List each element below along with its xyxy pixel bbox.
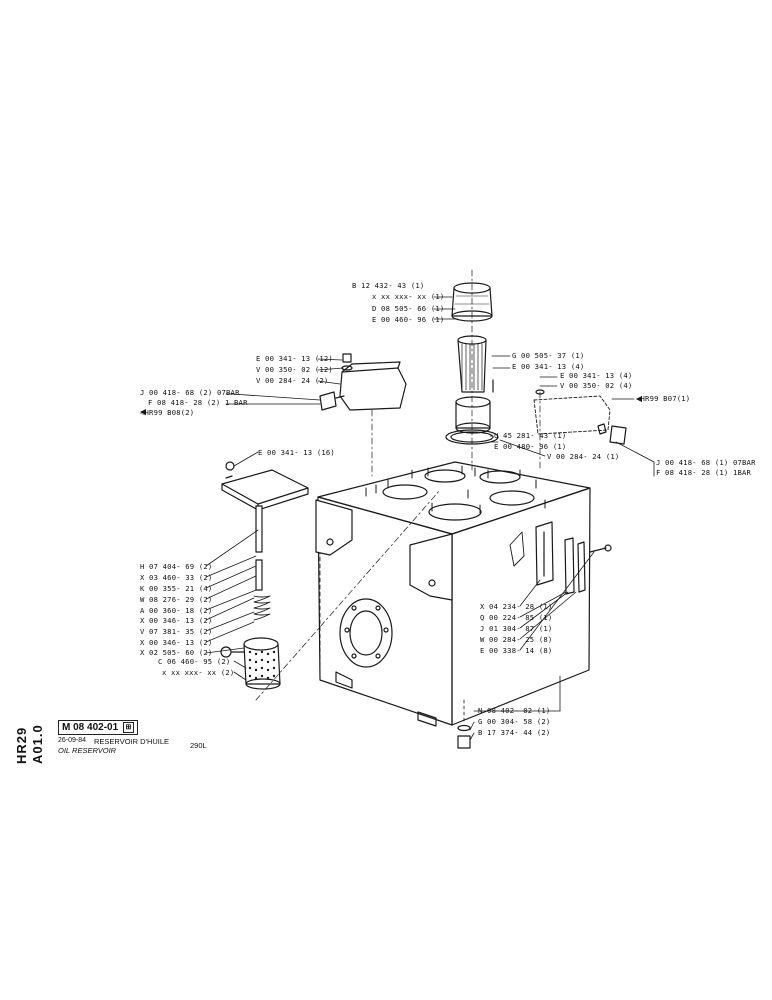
label-filter-stack-7: V 07 381- 35 (2)	[140, 627, 213, 636]
label-filter-stack-1: H 07 404- 69 (2)	[140, 562, 213, 571]
sheet-date: 26-09-84	[58, 737, 87, 744]
label-breather-1: U 45 281- 43 (1)	[494, 431, 567, 440]
label-breather-3: V 00 284- 24 (1)	[547, 452, 620, 461]
label-cover-1: E 00 341- 13 (16)	[258, 448, 335, 457]
label-drain-3: B 17 374- 44 (2)	[478, 728, 551, 737]
drawing-number-box: M 08 402-01 ⊞	[58, 720, 138, 736]
grid-box-icon: ⊞	[122, 722, 134, 733]
label-left-fitting-2: F 08 418- 28 (2) 1 BAR	[148, 398, 248, 407]
reference-arrows	[140, 396, 642, 415]
title-french: RESERVOIR D'HUILE	[94, 737, 170, 746]
label-filter-stack-4: W 08 276- 29 (2)	[140, 595, 213, 604]
label-filter-stack-11: x xx xxx- xx (2)	[162, 668, 235, 677]
label-gauge-2: Q 00 224- 85 (1)	[480, 613, 553, 622]
right-outlet-block	[533, 389, 627, 471]
label-filter-stack-6: X 00 346- 13 (2)	[140, 616, 213, 625]
label-filter-stack-10: C 06 460- 95 (2)	[158, 657, 231, 666]
label-breather-2: E 00 480- 96 (1)	[494, 442, 567, 451]
title-english: OIL RESERVOIR	[58, 746, 117, 755]
label-filter-stack-3: K 00 355- 21 (4)	[140, 584, 213, 593]
label-gauge-1: X 04 234- 28 (1)	[480, 602, 553, 611]
side-code-1: HR29	[14, 726, 29, 764]
label-gauge-4: W 00 284- 25 (8)	[480, 635, 553, 644]
label-strainer-1: G 00 505- 37 (1)	[512, 351, 585, 360]
label-top-filter-1: B 12 432- 43 (1)	[352, 281, 425, 290]
top-filter-assembly	[445, 269, 499, 471]
label-right-block-1: E 00 341- 13 (4)	[560, 371, 633, 380]
label-right-fitting-2: F 08 418- 28 (1) 1BAR	[656, 468, 752, 477]
label-filter-stack-5: A 00 360- 18 (2)	[140, 606, 213, 615]
label-right-fitting-1: J 00 418- 68 (1) 07BAR	[656, 458, 756, 467]
sheet-side-code: HR29 A01.0	[14, 684, 48, 764]
label-filter-stack-8: X 00 346- 13 (2)	[140, 638, 213, 647]
left-outlet-block	[319, 353, 407, 477]
label-top-filter-2: x xx xxx- xx (1)	[372, 292, 445, 301]
label-filter-stack-2: X 03 460- 33 (2)	[140, 573, 213, 582]
label-gauge-3: J 01 304- 87 (1)	[480, 624, 553, 633]
label-left-fitting-3: ◁HR99 B08(2)	[140, 408, 195, 417]
label-left-block-1: E 00 341- 13 (12)	[256, 354, 333, 363]
label-top-filter-4: E 00 460- 96 (1)	[372, 315, 445, 324]
label-left-fitting-1: J 00 418- 68 (2) 07BAR	[140, 388, 240, 397]
tank-body	[315, 461, 612, 749]
label-top-filter-3: D 08 505- 66 (1)	[372, 304, 445, 313]
label-strainer-2: E 00 341- 13 (4)	[512, 362, 585, 371]
leader-lines	[205, 296, 655, 741]
label-filter-stack-9: X 02 505- 60 (2)	[140, 648, 213, 657]
cover-filter-stack	[220, 461, 441, 701]
label-drain-1: N 08 402- 02 (1)	[478, 706, 551, 715]
label-left-block-3: V 00 284- 24 (2)	[256, 376, 329, 385]
label-right-block-3: ◁HR99 B07(1)	[636, 394, 691, 403]
model-number: 290L	[190, 741, 207, 750]
label-right-block-2: V 00 350- 02 (4)	[560, 381, 633, 390]
label-left-block-2: V 00 350- 02 (12)	[256, 365, 333, 374]
label-drain-2: G 00 304- 58 (2)	[478, 717, 551, 726]
label-gauge-5: E 00 338- 14 (8)	[480, 646, 553, 655]
drawing-number: M 08 402-01	[62, 722, 119, 734]
side-code-2: A01.0	[30, 724, 45, 764]
